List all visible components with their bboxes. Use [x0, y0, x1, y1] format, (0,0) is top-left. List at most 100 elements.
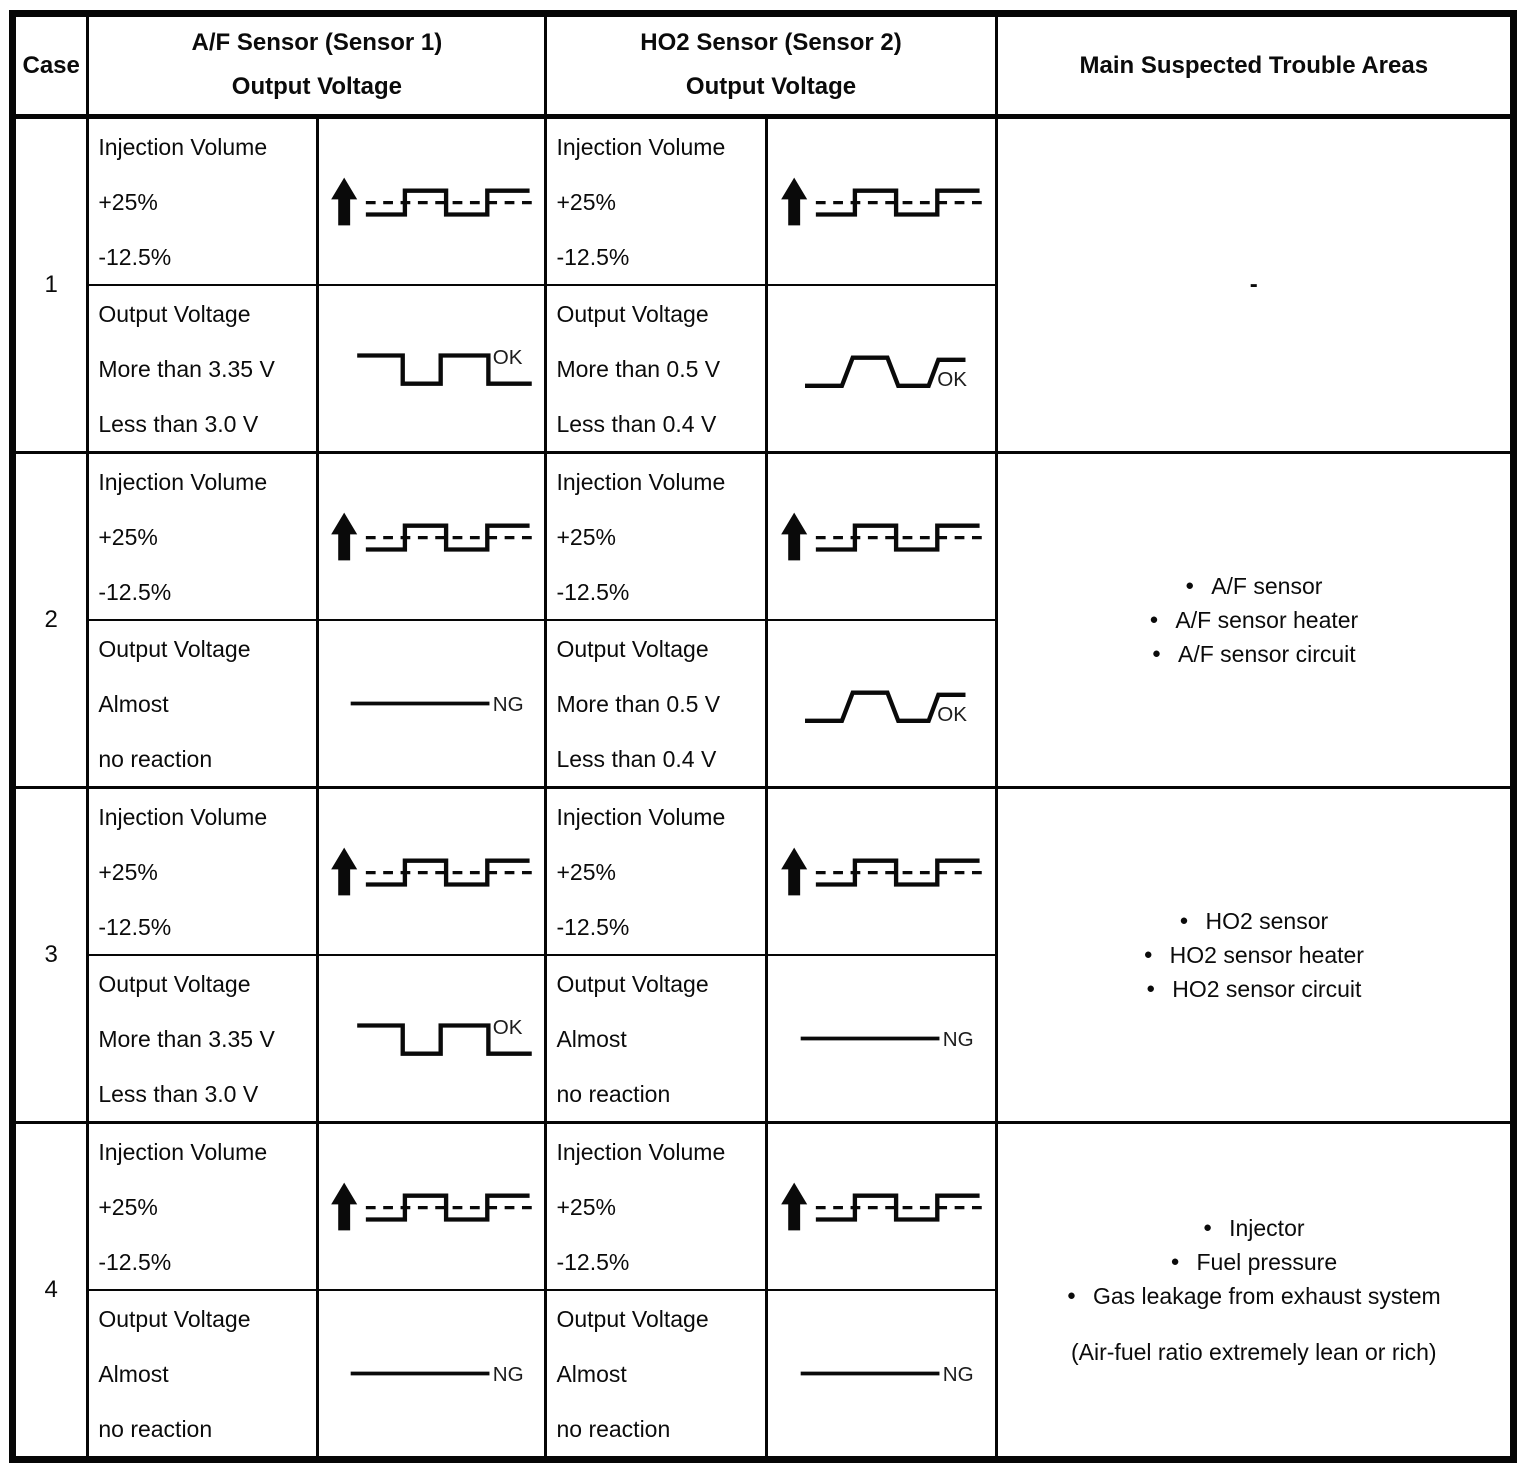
- case2-output-row: Output Voltage Almost no reaction NG Out…: [13, 619, 1514, 789]
- up-arrow-icon: [331, 177, 358, 226]
- cell-line: +25%: [98, 859, 158, 885]
- bullet-icon: ●: [1170, 1252, 1180, 1270]
- cell-line: -12.5%: [98, 244, 172, 270]
- trouble-item-text: Injector: [1229, 1215, 1305, 1241]
- cell-line: Output Voltage: [98, 971, 251, 997]
- up-arrow-icon: [331, 1182, 358, 1231]
- trouble-item: ● HO2 sensor heater: [1144, 943, 1364, 967]
- cell-line: -12.5%: [556, 1249, 630, 1275]
- injection-waveform-icon: [780, 1182, 982, 1231]
- af-sensor-title: A/F Sensor (Sensor 1): [191, 29, 443, 56]
- case4-af-injection-waveform: [316, 1121, 548, 1291]
- case1-af-output-waveform: OK: [316, 284, 548, 454]
- cell-line: Output Voltage: [98, 1306, 251, 1332]
- case4-af-output-label: Output Voltage Almost no reaction: [86, 1289, 320, 1461]
- cell-line: Injection Volume: [556, 469, 726, 495]
- cell-line: Less than 0.4 V: [556, 746, 717, 772]
- case3-ho2-output-label: Output Voltage Almost no reaction: [544, 954, 769, 1124]
- cell-line: Injection Volume: [98, 804, 268, 830]
- trouble-note: (Air-fuel ratio extremely lean or rich): [1071, 1339, 1437, 1365]
- column-header-ho2-sensor: HO2 Sensor (Sensor 2) Output Voltage: [544, 12, 998, 119]
- ok-trapezoid-waveform-icon: OK: [804, 355, 967, 391]
- square-wave: [365, 188, 530, 217]
- case1-number: 1: [10, 115, 90, 454]
- af-sensor-subtitle: Output Voltage: [231, 73, 402, 100]
- cell-line: -12.5%: [556, 914, 630, 940]
- ng-flat-waveform-icon: NG: [350, 1363, 524, 1386]
- trouble-item: ●A/F sensor heater: [1149, 608, 1358, 632]
- case1-trouble-areas: -: [994, 115, 1516, 454]
- case4-ho2-output-label: Output Voltage Almost no reaction: [544, 1289, 769, 1461]
- case1-ho2-output-label: Output Voltage More than 0.5 V Less than…: [544, 284, 769, 454]
- square-wave: [815, 523, 980, 552]
- case4-af-injection-label: Injection Volume +25% -12.5%: [86, 1121, 320, 1291]
- cell-line: +25%: [556, 189, 616, 215]
- case3-af-output-label: Output Voltage More than 3.35 V Less tha…: [86, 954, 320, 1124]
- bullet-icon: ●: [1151, 644, 1161, 662]
- injection-waveform-icon: [331, 512, 532, 561]
- result-label: OK: [493, 1016, 523, 1039]
- cell-line: +25%: [98, 189, 158, 215]
- cell-line: Injection Volume: [98, 134, 268, 160]
- case1-ho2-injection-waveform: [765, 115, 998, 286]
- square-wave: [815, 858, 980, 887]
- case3-ho2-output-waveform: NG: [765, 954, 998, 1124]
- square-wave: [365, 523, 530, 552]
- cell-line: -12.5%: [98, 914, 172, 940]
- trouble-item-text: A/F sensor: [1211, 573, 1323, 599]
- result-label: NG: [942, 1363, 973, 1386]
- cell-line: Almost: [556, 1026, 627, 1052]
- case2-af-output-label: Output Voltage Almost no reaction: [86, 619, 320, 789]
- cell-line: Less than 3.0 V: [98, 1081, 259, 1107]
- column-header-trouble-areas: Main Suspected Trouble Areas: [994, 12, 1516, 119]
- cell-line: Injection Volume: [556, 1139, 726, 1165]
- case4-injection-row: 4 Injection Volume +25% -12.5% Injection…: [10, 1121, 1516, 1461]
- case3-af-output-waveform: OK: [316, 954, 548, 1124]
- case1-ho2-injection-label: Injection Volume +25% -12.5%: [544, 115, 769, 286]
- injection-waveform-icon: [331, 177, 532, 226]
- cell-line: +25%: [556, 524, 616, 550]
- case2-ho2-output-label: Output Voltage More than 0.5 V Less than…: [544, 619, 769, 789]
- case4-number: 4: [10, 1121, 90, 1461]
- cell-line: Injection Volume: [556, 134, 726, 160]
- cell-line: +25%: [98, 1194, 158, 1220]
- trouble-item: ●Gas leakage from exhaust system: [1067, 1284, 1441, 1308]
- trouble-item: ●A/F sensor: [1185, 574, 1322, 598]
- case1-af-injection-label: Injection Volume +25% -12.5%: [86, 115, 320, 286]
- ho2-sensor-title: HO2 Sensor (Sensor 2): [640, 29, 902, 56]
- case3-output-row: Output Voltage More than 3.35 V Less tha…: [13, 954, 1514, 1124]
- cell-line: no reaction: [98, 746, 213, 772]
- up-arrow-icon: [780, 177, 807, 226]
- square-wave: [365, 1193, 530, 1222]
- trouble-item: ● Injector: [1203, 1216, 1305, 1240]
- case1-ho2-output-waveform: OK: [765, 284, 998, 454]
- result-label: NG: [942, 1028, 973, 1051]
- case4-ho2-injection-label: Injection Volume +25% -12.5%: [544, 1121, 769, 1291]
- case2-ho2-output-waveform: OK: [765, 619, 998, 789]
- case2-injection-row: 2 Injection Volume +25% -12.5% Injection…: [10, 451, 1516, 789]
- sensor-diagnosis-table: Case A/F Sensor (Sensor 1) Output Voltag…: [9, 10, 1517, 1463]
- cell-line: Almost: [98, 1361, 169, 1387]
- trouble-item: ●A/F sensor circuit: [1152, 642, 1356, 666]
- up-arrow-icon: [780, 847, 807, 896]
- up-arrow-icon: [331, 847, 358, 896]
- ok-square-waveform-icon: OK: [357, 346, 532, 386]
- case3-ho2-injection-waveform: [765, 786, 998, 956]
- square-wave: [365, 858, 530, 887]
- up-arrow-icon: [331, 512, 358, 561]
- square-wave: [357, 353, 532, 386]
- cell-line: no reaction: [556, 1081, 671, 1107]
- case2-af-injection-waveform: [316, 451, 548, 621]
- trouble-item-text: Gas leakage from exhaust system: [1092, 1283, 1441, 1309]
- cell-line: Almost: [98, 691, 169, 717]
- case4-ho2-injection-waveform: [765, 1121, 998, 1291]
- trouble-item-text: HO2 sensor heater: [1169, 942, 1364, 968]
- case2-ho2-injection-label: Injection Volume +25% -12.5%: [544, 451, 769, 621]
- cell-line: More than 3.35 V: [98, 1026, 275, 1052]
- bullet-icon: ●: [1203, 1218, 1213, 1236]
- case1-af-injection-waveform: [316, 115, 548, 286]
- result-label: NG: [493, 1363, 524, 1386]
- bullet-icon: ●: [1143, 945, 1153, 963]
- ho2-sensor-subtitle: Output Voltage: [685, 73, 857, 100]
- cell-line: Output Voltage: [556, 971, 709, 997]
